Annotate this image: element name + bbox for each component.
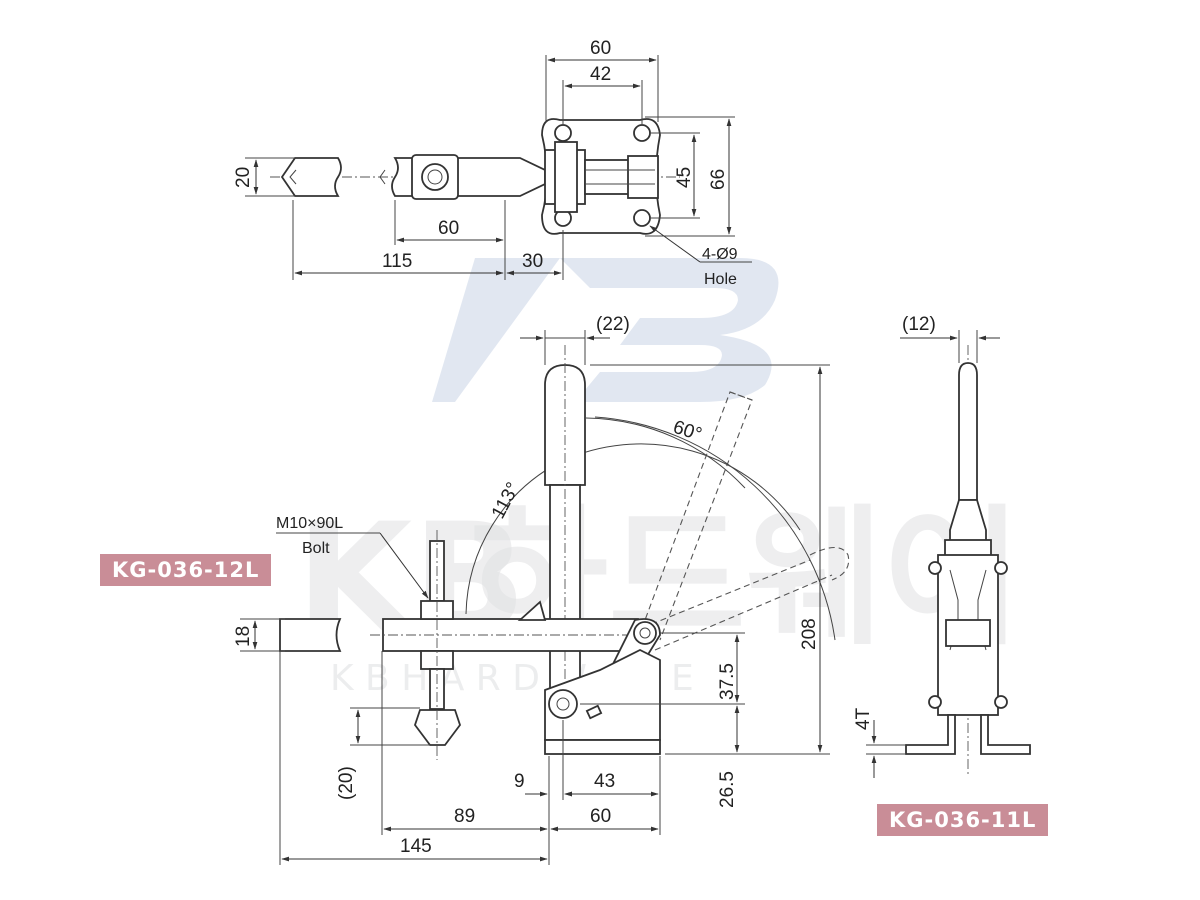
angle-60: 60° [670, 417, 704, 446]
dim-front-26-5: 26.5 [717, 771, 738, 808]
dim-front-60: 60 [590, 806, 611, 827]
kb-logo-watermark [432, 258, 779, 402]
arc-60 [585, 417, 746, 489]
arc-113 [465, 461, 561, 615]
dim-top-20: 20 [233, 167, 254, 188]
dim-front-208: 208 [799, 618, 820, 650]
hole-note-2: Hole [704, 271, 737, 288]
dim-front-9: 9 [514, 771, 525, 792]
side-view: (12) 4T [853, 314, 1031, 778]
pivot-bottom [548, 689, 578, 719]
bolt-spec: M10×90L [276, 515, 343, 532]
model-badge-right: KG-036-11L [877, 804, 1049, 836]
side-base [905, 714, 956, 755]
model-badge-left: KG-036-12L [100, 554, 272, 586]
side-handle-grip [958, 362, 978, 501]
dim-front-20: (20) [336, 766, 357, 800]
dim-top-42: 42 [590, 64, 611, 85]
dim-front-89: 89 [454, 806, 475, 827]
handle-open-60 [641, 391, 850, 651]
dim-front-37-5: 37.5 [717, 663, 738, 700]
dim-front-18: 18 [233, 626, 254, 647]
hole-note: 4-Ø9 [702, 246, 738, 263]
dim-side-12: (12) [902, 314, 936, 335]
dim-front-43: 43 [594, 771, 615, 792]
dim-top-115: 115 [382, 251, 412, 272]
top-view: 60 42 45 66 20 60 115 30 4-Ø9 Hole [233, 38, 752, 288]
dim-top-30: 30 [522, 251, 543, 272]
side-spacer [945, 619, 991, 647]
dim-top-60b: 60 [438, 218, 459, 239]
dim-top-60: 60 [590, 38, 611, 59]
dim-top-45: 45 [674, 167, 695, 188]
front-view: (22) 60° 113° M10×90L Bolt 18 (20) 208 3… [233, 314, 850, 865]
spindle-tip [413, 709, 462, 746]
dim-front-145: 145 [400, 836, 432, 857]
dim-top-66: 66 [708, 169, 729, 190]
spindle-rod-left [280, 157, 342, 197]
pivot-top [633, 621, 657, 645]
bolt-label: Bolt [302, 540, 330, 557]
base-foot [544, 739, 661, 755]
dim-side-4t: 4T [853, 707, 874, 730]
dim-front-22: (22) [596, 314, 630, 335]
